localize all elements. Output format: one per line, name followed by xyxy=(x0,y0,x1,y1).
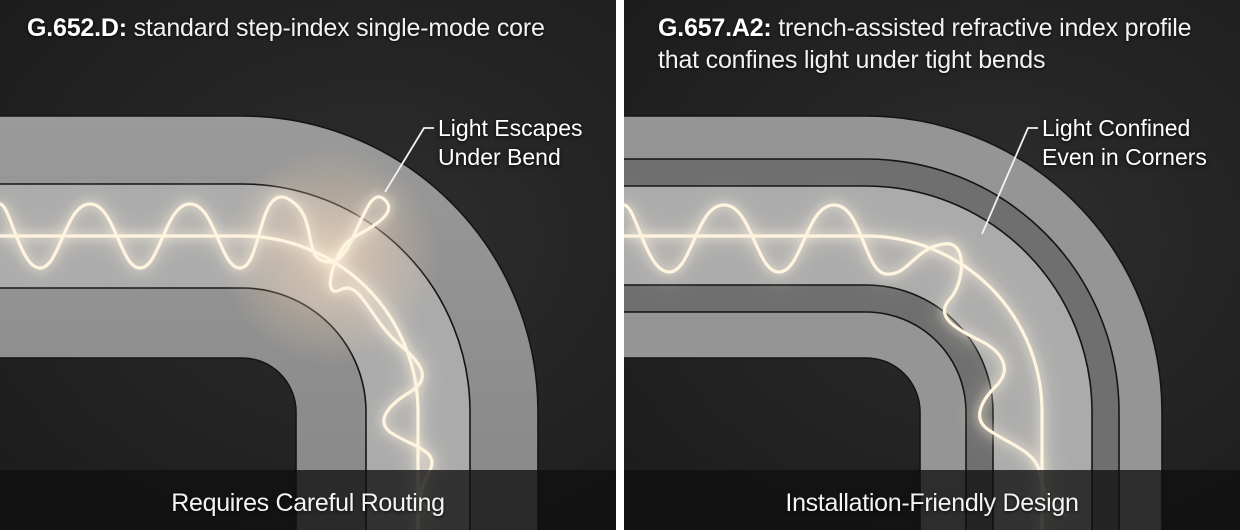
panel-g652d: G.652.D: standard step-index single-mode… xyxy=(0,0,616,530)
footer-caption: Installation-Friendly Design xyxy=(785,488,1079,517)
panel-title: G.657.A2: trench-assisted refractive ind… xyxy=(658,12,1238,76)
panel-divider xyxy=(616,0,624,530)
callout-line-1: Light Confined xyxy=(1042,115,1191,141)
fiber-description: trench-assisted refractive index profile… xyxy=(658,14,1192,74)
panel-g657a2: G.657.A2: trench-assisted refractive ind… xyxy=(624,0,1240,530)
fiber-bend-diagram-trench-assisted xyxy=(624,115,1163,530)
footer-caption: Requires Careful Routing xyxy=(171,488,445,517)
callout-line-2: Even in Corners xyxy=(1042,144,1207,170)
callout-line-1: Light Escapes xyxy=(438,115,583,141)
fiber-description: standard step-index single-mode core xyxy=(126,14,545,42)
fiber-standard-code: G.652.D: xyxy=(27,14,127,42)
fiber-bend-diagram-step-index xyxy=(0,115,539,530)
callout-light-confined: Light Confined Even in Corners xyxy=(1042,114,1207,172)
fiber-standard-code: G.657.A2: xyxy=(658,14,772,42)
panel-title: G.652.D: standard step-index single-mode… xyxy=(27,12,607,44)
callout-leader xyxy=(981,127,1038,235)
callout-line-2: Under Bend xyxy=(438,144,561,170)
panel-footer: Installation-Friendly Design xyxy=(624,470,1240,530)
trench-inner xyxy=(624,285,993,530)
light-signal xyxy=(0,195,437,530)
light-signal xyxy=(624,203,1066,530)
panel-footer: Requires Careful Routing xyxy=(0,470,616,530)
callout-leader xyxy=(384,127,434,193)
callout-light-escapes: Light Escapes Under Bend xyxy=(438,114,582,172)
